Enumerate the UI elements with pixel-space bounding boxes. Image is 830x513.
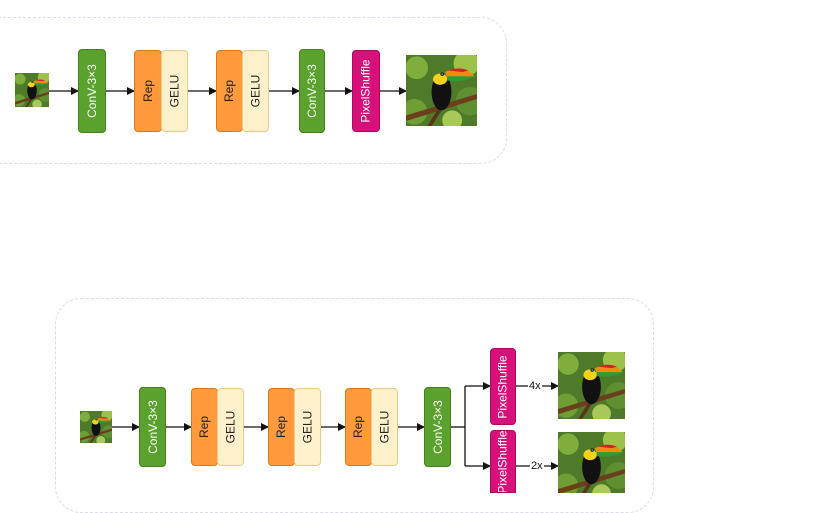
block-label: ConV-3×3 — [85, 64, 99, 118]
pixelshuffle-block-2x: PixelShuffle — [490, 430, 516, 493]
block-label: ConV-3×3 — [305, 64, 319, 118]
toucan-image-icon — [80, 411, 112, 443]
conv-block: ConV-3×3 — [299, 49, 325, 133]
scale-label-2x: 2x — [530, 460, 544, 472]
scale-label-4x: 4x — [528, 380, 542, 392]
toucan-image-icon — [558, 352, 625, 419]
conv-block: ConV-3×3 — [424, 387, 451, 467]
rep-block: Rep — [216, 50, 243, 132]
top-pipeline-panel — [0, 17, 507, 164]
rep-block: Rep — [134, 50, 162, 132]
block-label: GELU — [300, 410, 315, 444]
block-label: GELU — [377, 410, 392, 444]
block-label: Rep — [222, 79, 237, 103]
pixelshuffle-block-4x: PixelShuffle — [490, 348, 516, 425]
block-label: PixelShuffle — [496, 354, 510, 419]
block-label: GELU — [248, 74, 263, 108]
gelu-block: GELU — [217, 388, 244, 466]
rep-block: Rep — [191, 388, 218, 466]
conv-block: ConV-3×3 — [78, 49, 106, 133]
block-label: GELU — [223, 410, 238, 444]
block-label: Rep — [140, 79, 155, 103]
toucan-image-icon — [558, 432, 625, 493]
block-label: Rep — [274, 415, 289, 439]
toucan-image-icon — [406, 55, 477, 126]
rep-block: Rep — [268, 388, 295, 466]
block-label: ConV-3×3 — [145, 400, 160, 454]
gelu-block: GELU — [242, 50, 269, 132]
rep-block: Rep — [345, 388, 372, 466]
block-label: Rep — [197, 415, 212, 439]
output-image-2x — [558, 432, 625, 493]
block-label: PixelShuffle — [496, 430, 510, 493]
output-image — [406, 55, 477, 126]
input-image — [15, 73, 49, 107]
output-image-4x — [558, 352, 625, 419]
gelu-block: GELU — [371, 388, 398, 466]
pixelshuffle-block: PixelShuffle — [352, 50, 380, 132]
block-label: Rep — [351, 415, 366, 439]
block-label: PixelShuffle — [359, 59, 373, 123]
input-image — [80, 411, 112, 443]
toucan-image-icon — [15, 73, 49, 107]
gelu-block: GELU — [161, 50, 188, 132]
conv-block: ConV-3×3 — [139, 387, 166, 467]
block-label: GELU — [167, 74, 182, 108]
gelu-block: GELU — [294, 388, 321, 466]
block-label: ConV-3×3 — [430, 400, 445, 454]
